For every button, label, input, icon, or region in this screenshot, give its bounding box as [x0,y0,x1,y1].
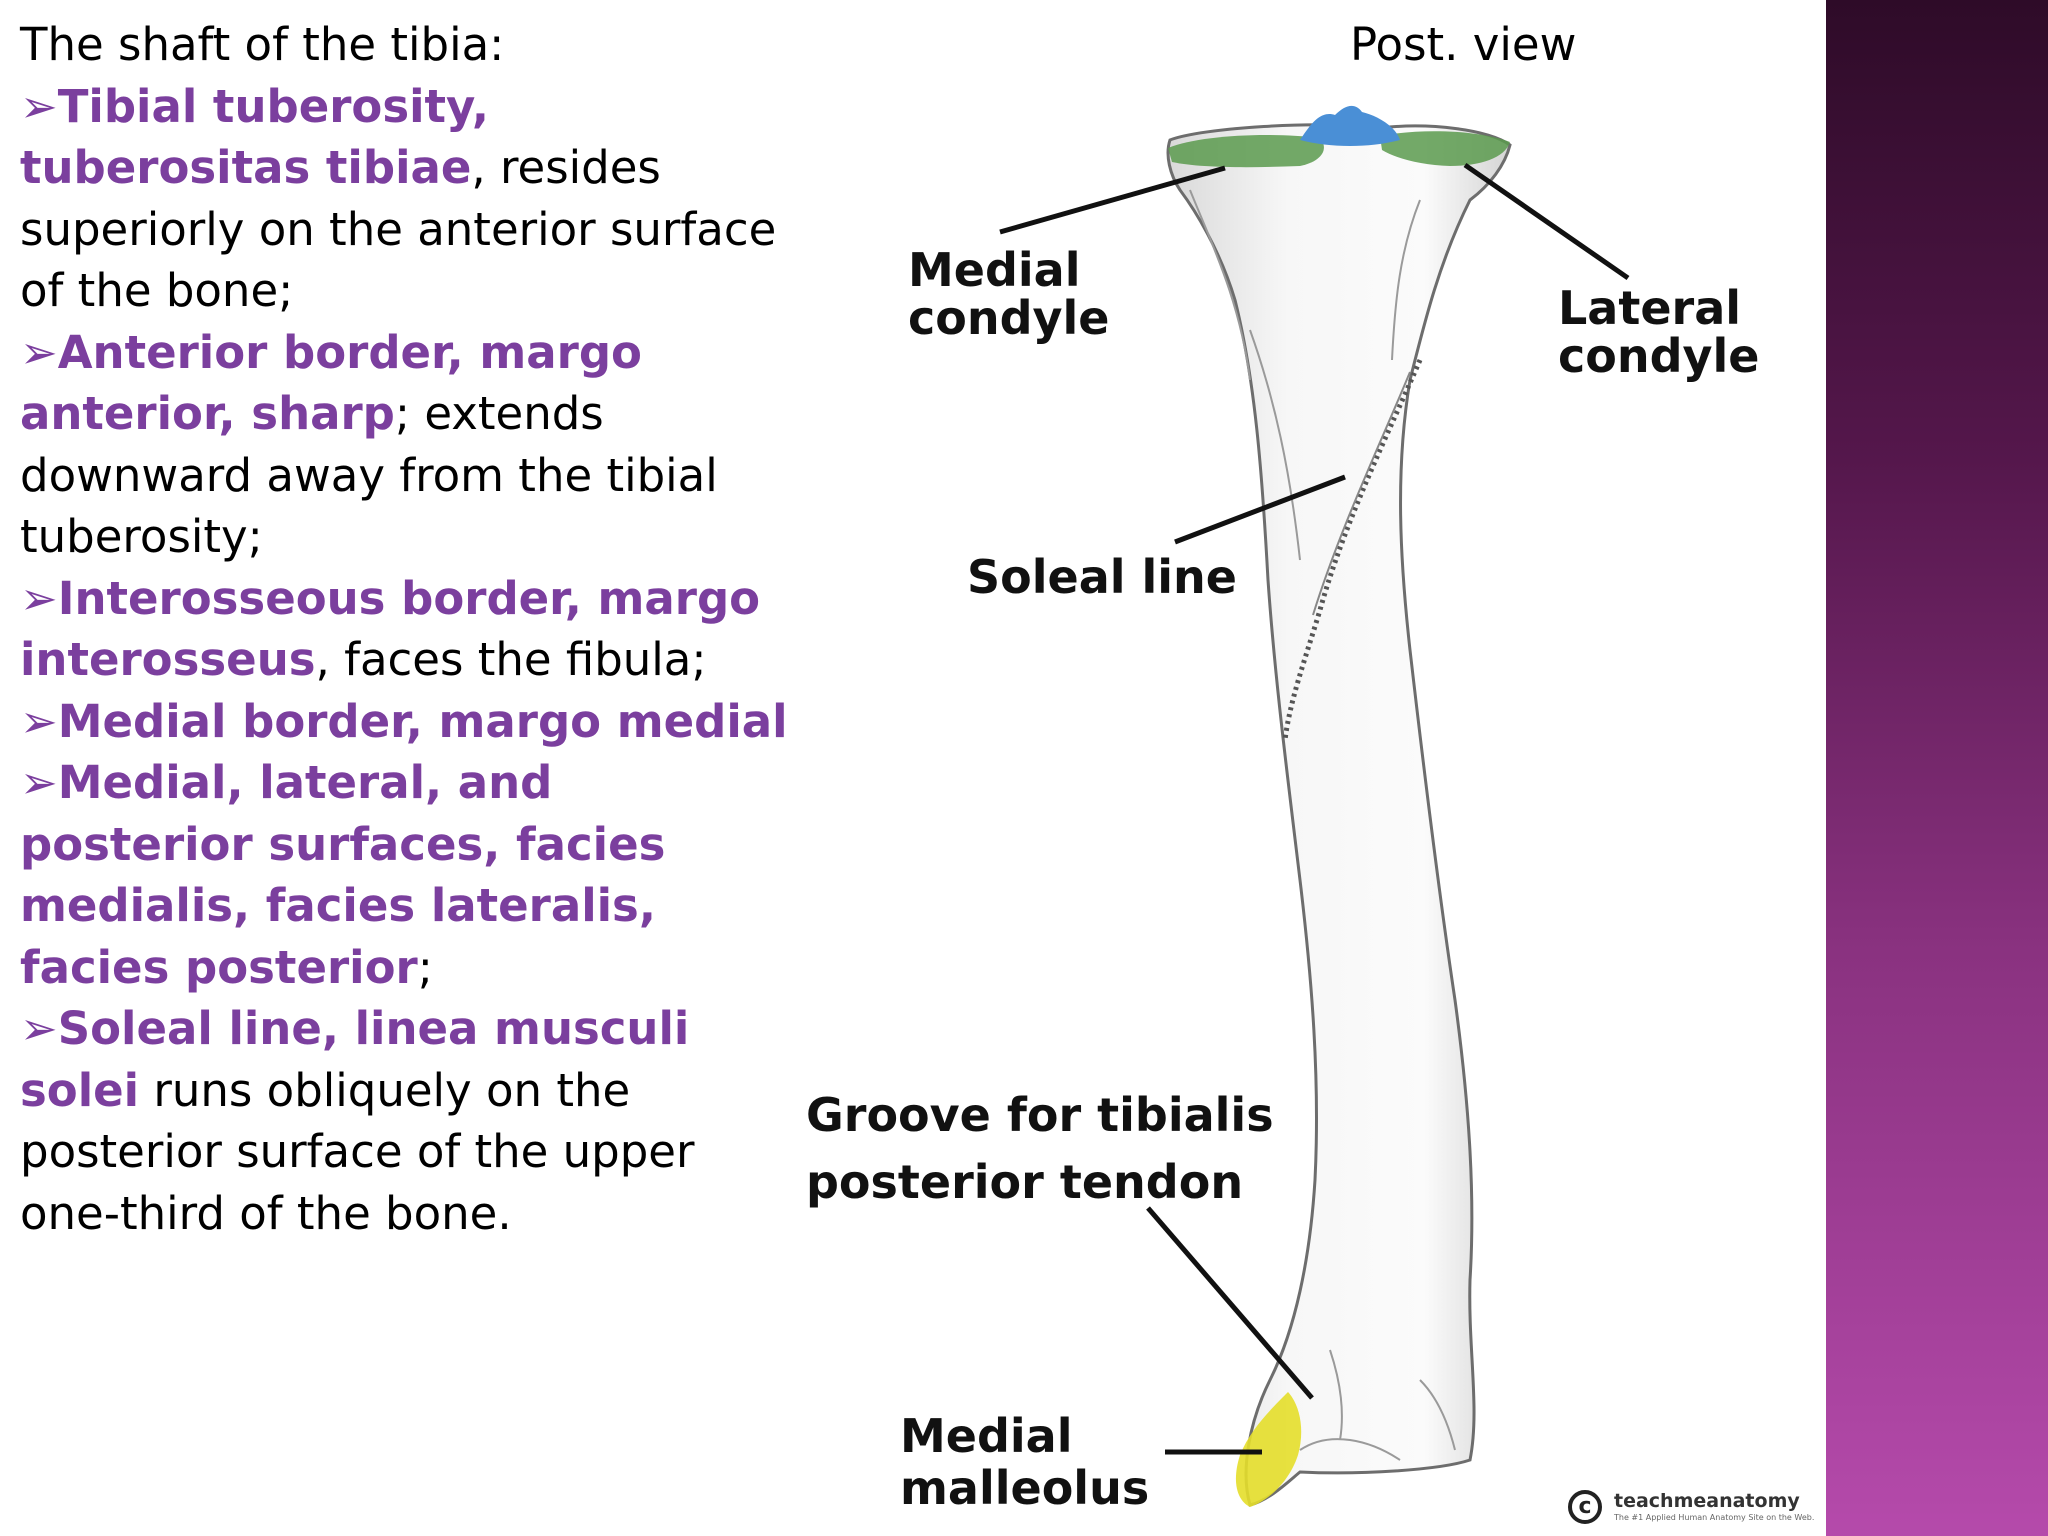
arrow-bullet-icon: ➢ [20,694,58,748]
figure-credit: teachmeanatomy [1614,1490,1800,1512]
bullet-term: Interosseous border, margo interosseus [20,571,761,687]
bullet-item-6: ➢Soleal line, linea musculi solei runs o… [20,998,790,1244]
slide-text: The shaft of the tibia: ➢Tibial tuberosi… [20,14,790,1244]
arrow-bullet-icon: ➢ [20,756,58,809]
bullet-term: Medial border, margo medialis [57,694,790,748]
label-lateral-condyle: Lateral condyle [1558,281,1760,383]
bullet-text: , faces the fibula; [315,633,707,686]
arrow-bullet-icon: ➢ [20,1002,58,1055]
bullet-term: Anterior border, margo anterior, sharp [20,325,642,441]
slide-heading: The shaft of the tibia: [20,18,505,71]
arrow-bullet-icon: ➢ [20,79,58,133]
figure-credit-sub: The #1 Applied Human Anatomy Site on the… [1614,1513,1815,1522]
bullet-term: Medial, lateral, and posterior surfaces,… [20,756,666,994]
bullet-term: Soleal line, linea musculi solei [20,1002,690,1117]
arrow-bullet-icon: ➢ [20,571,58,625]
bullet-item-4: ➢Medial border, margo medialis; [20,691,790,753]
bullet-text: ; [417,940,433,994]
bullet-item-1: ➢Tibial tuberosity, tuberositas tibiae, … [20,76,790,322]
lateral-condyle-surface [1380,131,1510,166]
view-label: Post. view [1350,18,1577,71]
bullet-item-2: ➢Anterior border, margo anterior, sharp;… [20,322,790,568]
leader-medial-condyle [999,165,1226,235]
label-soleal-line: Soleal line [967,550,1238,604]
arrow-bullet-icon: ➢ [20,325,58,379]
intercondylar-eminence [1300,105,1400,146]
label-groove: Groove for tibialis posterior tendon [806,1088,1274,1209]
leader-lateral-condyle [1463,162,1630,281]
copyright-icon: c [1568,1490,1602,1524]
bullet-text: ; extends downward away from the tibial … [20,387,718,563]
bullet-item-3: ➢Interosseous border, margo interosseus,… [20,568,790,691]
tibia-bone [1166,123,1512,1507]
medial-condyle-surface [1168,135,1324,168]
label-medial-malleolus: Medial malleolus [900,1409,1150,1515]
bullet-term: Tibial tuberosity, tuberositas tibiae [20,79,489,195]
soleal-line-ridge [1282,359,1423,741]
bone-texture [1189,189,1456,1461]
bullet-text: , resides superiorly on the anterior sur… [20,141,777,317]
decorative-side-band [1826,0,2048,1536]
label-medial-condyle: Medial condyle [908,243,1110,345]
leader-soleal-line [1174,474,1346,545]
bullet-item-5: ➢Medial, lateral, and posterior surfaces… [20,752,790,998]
medial-malleolus-surface [1235,1392,1302,1507]
bullet-text: runs obliquely on the posterior surface … [20,1063,695,1240]
leader-groove [1146,1206,1314,1400]
